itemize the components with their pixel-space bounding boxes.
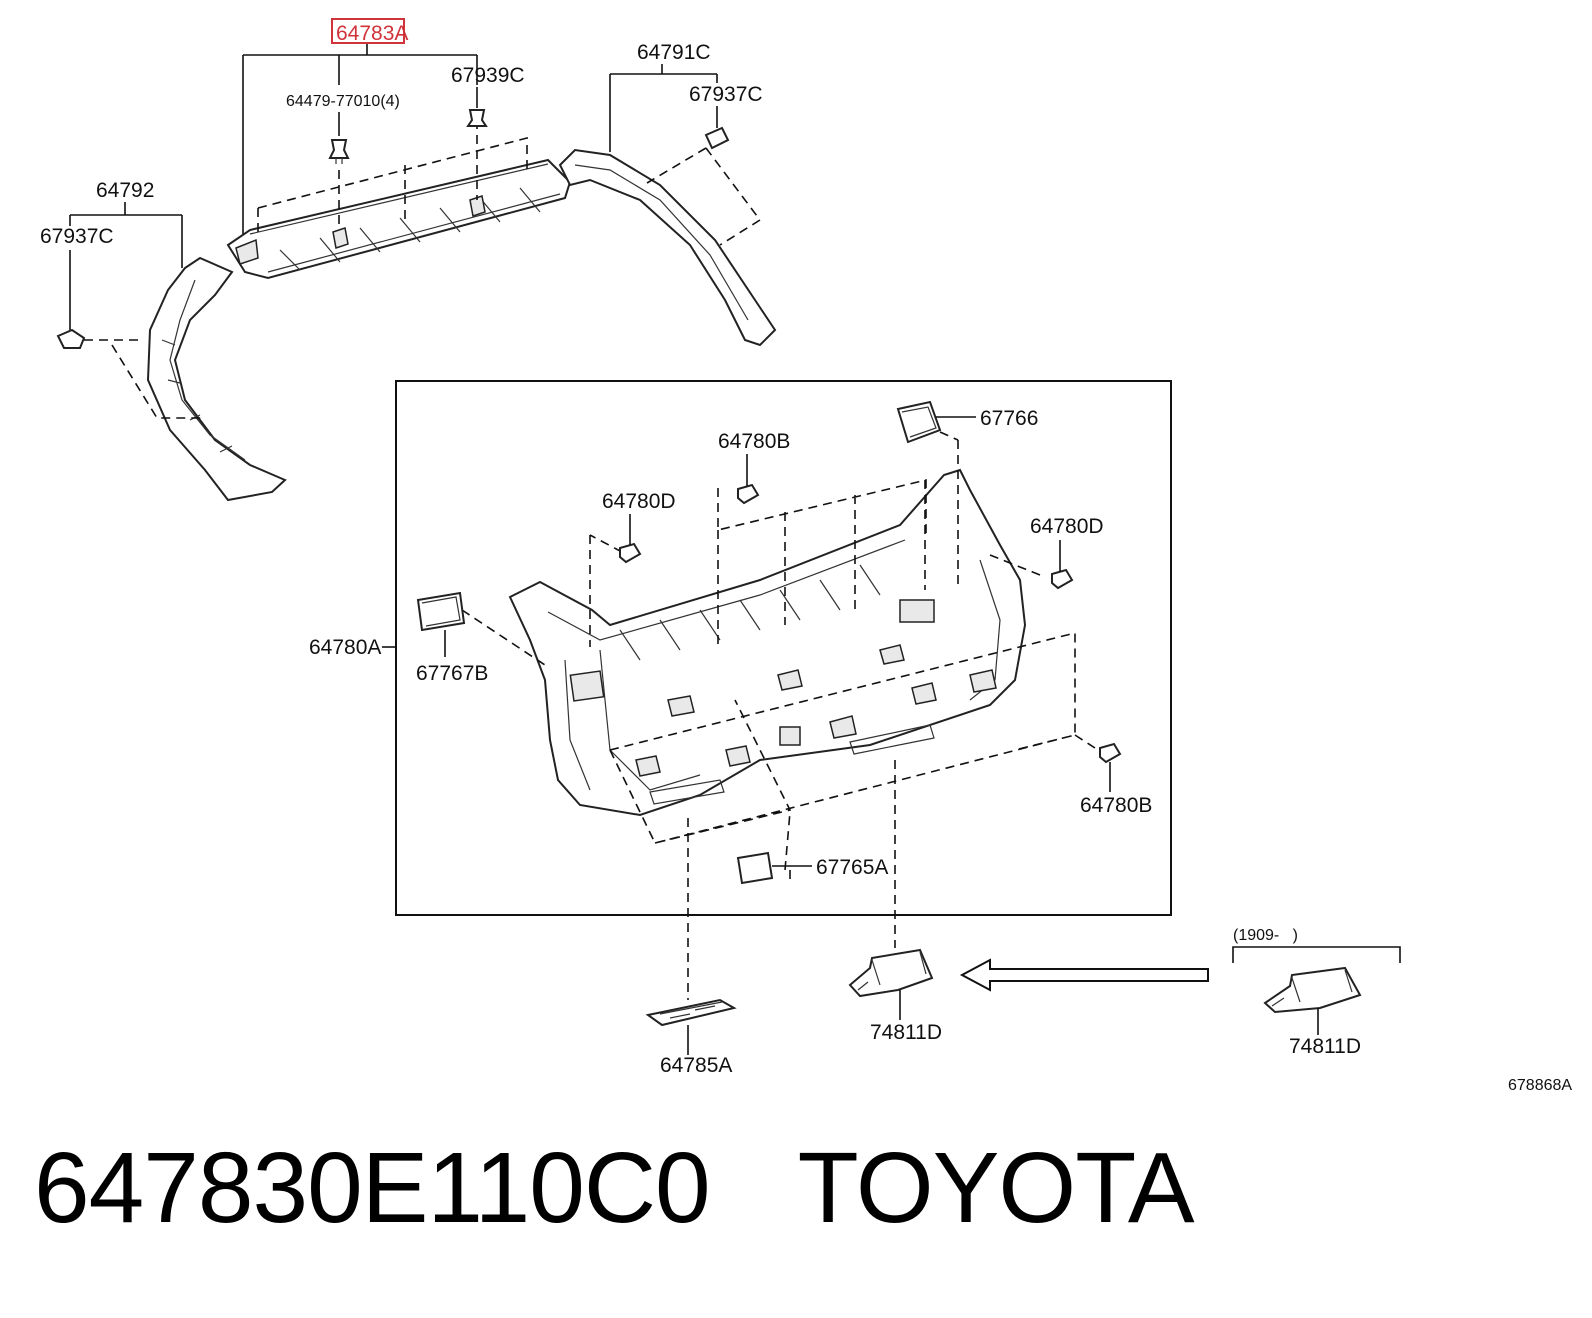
replacement-arrow [959,958,1209,992]
lamp-74811d-center [848,948,934,998]
date-range-label: (1909- ) [1233,927,1298,944]
clip-64780b-top [737,483,760,505]
dash-67766 [939,431,959,441]
clip-67937c-left [56,328,86,349]
selected-part-highlight [331,18,405,44]
cover-67765a [736,851,774,885]
leader-group-64791c [609,64,718,152]
cover-67767b [416,591,466,632]
callout-74811d-center[interactable]: 74811D [870,1021,942,1044]
dash-64791c [646,147,762,246]
date-range-bracket [1232,946,1401,963]
callout-64479-77010[interactable]: 64479-77010(4) [286,93,400,110]
leader-group-64783a [242,44,478,234]
upper-trim-panel-64783a [226,158,572,280]
assembly-frame [395,380,1172,916]
dash-64792 [84,339,205,419]
cover-67766 [896,400,942,444]
clip-64780d-left [619,542,642,564]
dash-67767b [461,609,546,666]
dash-64783a-box [257,120,528,238]
leader-group-64792 [69,202,183,330]
illustration-id: 678868A [1508,1077,1572,1094]
dash-board-lower [609,631,1096,844]
footer-title: 647830E110C0 TOYOTA [34,1132,1195,1244]
part-number: 647830E110C0 [34,1132,711,1244]
left-pillar-trim-64792 [146,256,287,502]
dash-64780d-right [989,554,1041,576]
back-door-trim-board-64780a [508,468,1027,817]
handle-64785a [645,998,737,1027]
brand-name: TOYOTA [797,1132,1195,1244]
callout-64791c[interactable]: 64791C [637,41,711,64]
callout-67937c-left[interactable]: 67937C [40,225,114,248]
callout-67937c-right[interactable]: 67937C [689,83,763,106]
clip-64780d-right [1051,568,1074,590]
right-pillar-trim-64791c [558,148,777,347]
clip-64780b-right [1099,742,1122,764]
callout-64792[interactable]: 64792 [96,179,154,202]
callout-67939c[interactable]: 67939C [451,64,525,87]
callout-64783a[interactable]: 64783A [336,22,408,45]
callout-64780d-right[interactable]: 64780D [1030,515,1104,538]
callout-64780b-top[interactable]: 64780B [718,430,790,453]
clip-67937c-right [704,126,730,150]
callout-67767b[interactable]: 67767B [416,662,488,685]
dash-64780d-left [589,534,623,553]
lamp-74811d-right [1263,966,1362,1014]
callout-67765a[interactable]: 67765A [816,856,888,879]
callout-64780d-left[interactable]: 64780D [602,490,676,513]
callout-74811d-right[interactable]: 74811D [1289,1035,1361,1058]
callout-67766[interactable]: 67766 [980,407,1038,430]
clip-64479 [328,139,350,164]
dash-67765a [784,811,791,885]
clip-67939c [466,109,488,127]
callout-64780a[interactable]: 64780A [309,636,381,659]
callout-64780b-right[interactable]: 64780B [1080,794,1152,817]
callout-64785a[interactable]: 64785A [660,1054,732,1077]
